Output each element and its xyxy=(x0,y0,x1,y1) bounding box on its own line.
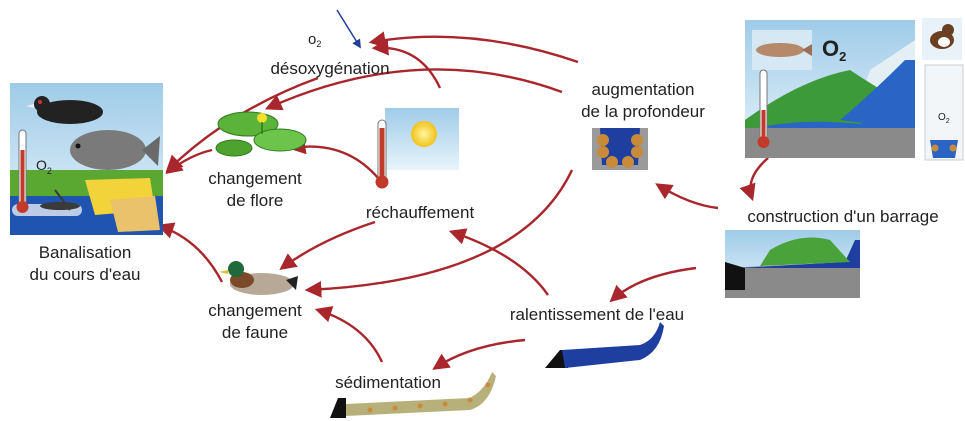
augmentation-label-1: augmentation xyxy=(591,80,694,99)
dam-icon xyxy=(725,262,745,290)
arrow-profondeur-to-desoxygenation-2 xyxy=(371,38,442,89)
faune-label-2: de faune xyxy=(222,323,288,342)
faune-label-1: changement xyxy=(208,301,302,320)
o2-small-label: o2 xyxy=(308,31,321,49)
arrow-ralentissement-to-rechauffement xyxy=(448,228,549,296)
svg-text:O2: O2 xyxy=(36,157,52,176)
dipper-bird-icon xyxy=(922,18,962,60)
water-lily-icon xyxy=(215,111,307,157)
ralentissement-label: ralentissement de l'eau xyxy=(510,305,684,324)
arrow-sedimentation-to-faune xyxy=(314,306,384,363)
duck-icon xyxy=(219,261,298,295)
banalisation-label-1: Banalisation xyxy=(39,243,132,262)
sedimentation-label: sédimentation xyxy=(335,373,441,392)
oxygen-down-arrow xyxy=(336,9,361,49)
arrow-ralentissement-to-sedimentation xyxy=(432,338,526,370)
construction-label: construction d'un barrage xyxy=(747,207,938,226)
banalisation-panel: O2 xyxy=(10,83,163,235)
sun-icon xyxy=(411,121,437,147)
arrow-profondeur-to-desoxygenation xyxy=(368,31,579,64)
arrow-panel-to-barrage xyxy=(739,157,769,202)
thermometer-icon xyxy=(16,129,29,213)
arrow-rechauffement-to-faune xyxy=(279,220,376,270)
right-panel-o2-label: O2 xyxy=(938,112,950,125)
arrow-flore-to-banalisation xyxy=(165,148,213,175)
left-panel-o2-label: O xyxy=(36,157,47,173)
arrow-profondeur-to-faune xyxy=(304,169,574,298)
banalisation-label-2: du cours d'eau xyxy=(30,265,141,284)
arrow-profondeur-to-flore xyxy=(264,68,563,111)
trout-icon xyxy=(756,43,812,57)
left-panel-o2-sub: 2 xyxy=(47,166,52,176)
desoxygenation-label: désoxygénation xyxy=(270,59,389,78)
arrow-faune-to-banalisation xyxy=(156,222,224,283)
panel-o2-label: O2 xyxy=(822,36,846,64)
slow-water-icon xyxy=(545,322,664,368)
arrows xyxy=(156,31,769,370)
deep-channel-icon xyxy=(592,128,648,170)
augmentation-label-2: de la profondeur xyxy=(581,102,705,121)
arrow-rechauffement-to-flore xyxy=(288,137,379,179)
coot-icon xyxy=(26,96,103,124)
arrow-barrage-to-ralentissement xyxy=(609,266,697,303)
thermometer-icon xyxy=(375,119,389,189)
thermometer-icon xyxy=(757,69,770,148)
carp-icon xyxy=(70,130,160,170)
flore-label-2: de flore xyxy=(227,191,284,210)
warming-panel xyxy=(375,108,459,189)
natural-river-panel: O2 O2 xyxy=(745,18,964,161)
flore-label-1: changement xyxy=(208,169,302,188)
sediment-icon xyxy=(330,372,496,418)
dam-panel xyxy=(725,230,860,298)
canoe-icon xyxy=(40,189,80,211)
rechauffement-label: réchauffement xyxy=(366,203,475,222)
arrow-barrage-to-profondeur xyxy=(655,183,719,210)
